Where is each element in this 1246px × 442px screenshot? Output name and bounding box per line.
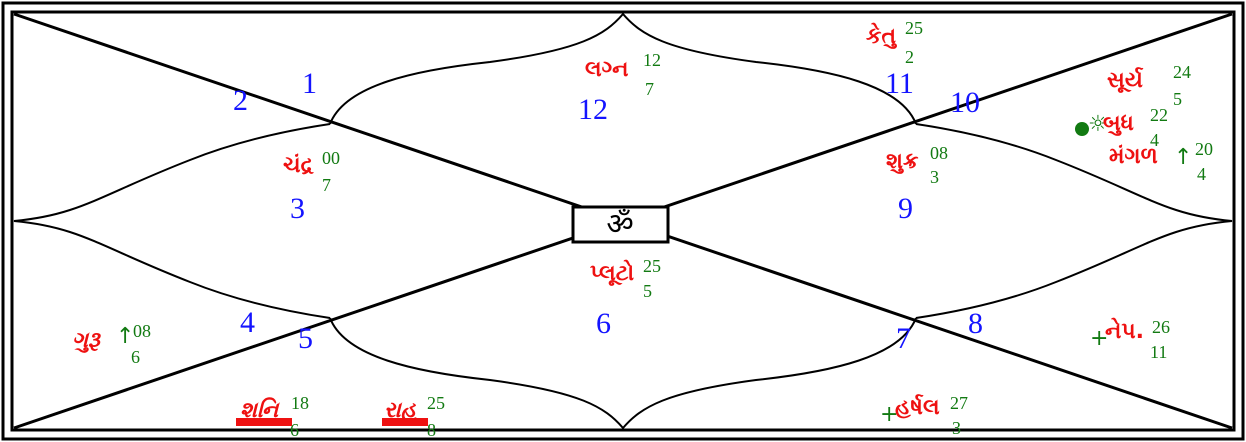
house-number-4: 4 <box>240 306 255 339</box>
planet-shani: શનિ 18 6 <box>236 393 309 440</box>
planet-sign: 3 <box>952 418 961 438</box>
planet-name: ચંદ્ર <box>283 153 315 178</box>
house-curve-right <box>915 123 1233 319</box>
retrograde-arrow-icon: ↑ <box>116 324 134 349</box>
planet-name: હર્ષલ <box>895 394 940 420</box>
planet-underline <box>382 418 428 426</box>
planet-harshal: + હર્ષલ 27 3 <box>880 393 968 438</box>
planet-degree: 25 <box>427 393 445 413</box>
om-symbol: ॐ <box>606 207 633 242</box>
house-number-8: 8 <box>968 307 983 340</box>
planet-degree: 22 <box>1150 105 1168 125</box>
planet-name: નેપ. <box>1105 317 1144 344</box>
planet-name: શનિ <box>240 397 280 423</box>
planet-sign: 6 <box>290 420 299 440</box>
planet-chandra: ચંદ્ર 00 7 <box>283 148 340 195</box>
planet-sign: 11 <box>1150 342 1167 362</box>
planet-guru: ગુરૂ ↑ 08 6 <box>72 321 151 367</box>
house-number-6: 6 <box>596 307 611 340</box>
planet-degree: 20 <box>1195 139 1213 159</box>
planet-name: પ્લૂટો <box>590 259 635 286</box>
planet-sign: 8 <box>427 420 436 440</box>
plus-marker-icon: + <box>1090 326 1108 351</box>
planet-surya: સૂર્ય 24 5 <box>1107 62 1191 109</box>
planet-pluto: પ્લૂટો 25 5 <box>590 256 661 301</box>
house-number-2: 2 <box>233 84 248 117</box>
house-number-9: 9 <box>898 192 913 225</box>
center-box <box>571 205 670 244</box>
planet-budh: ☼ બુધ 22 4 <box>1075 105 1168 150</box>
planet-name: રાહ <box>384 398 417 423</box>
planet-name: ગુરૂ <box>72 328 102 353</box>
house-curve-bottom <box>329 317 917 430</box>
retrograde-arrow-icon: ↑ <box>1174 145 1192 170</box>
planet-name: બુધ <box>1103 111 1134 136</box>
combust-dot-icon <box>1075 122 1089 136</box>
planet-degree: 18 <box>291 393 309 413</box>
planet-name: લગ્ન <box>585 57 629 82</box>
planet-degree: 26 <box>1152 317 1170 337</box>
house-number-3: 3 <box>290 192 305 225</box>
combust-ray-icon: ☼ <box>1088 112 1108 137</box>
house-number-12: 12 <box>578 93 608 126</box>
planet-sign: 4 <box>1197 164 1206 184</box>
house-number-11: 11 <box>885 67 914 100</box>
planet-degree: 24 <box>1173 62 1191 82</box>
house-number-10: 10 <box>950 86 980 119</box>
planet-degree: 08 <box>930 143 948 163</box>
planet-name: શુક્ર <box>886 149 919 174</box>
planet-shukra: શુક્ર 08 3 <box>886 143 948 187</box>
planet-name: સૂર્ય <box>1107 67 1144 93</box>
planet-sign: 6 <box>131 347 140 367</box>
plus-marker-icon: + <box>880 402 898 427</box>
planet-mangal: મંગળ ↑ 20 4 <box>1109 139 1213 184</box>
planet-degree: 25 <box>905 18 923 38</box>
planet-sign: 7 <box>322 175 331 195</box>
house-curve-left <box>13 123 331 319</box>
inner-frame <box>10 10 1236 432</box>
planet-degree: 12 <box>643 50 661 70</box>
planet-sign: 3 <box>930 167 939 187</box>
planet-sign: 2 <box>905 47 914 67</box>
planet-name: કેતુ <box>866 22 897 50</box>
planet-ketu: કેતુ 25 2 <box>866 18 923 67</box>
house-number-5: 5 <box>298 322 313 355</box>
planet-rahu: રાહ 25 8 <box>382 393 445 440</box>
house-curve-top <box>329 12 917 125</box>
planet-degree: 25 <box>643 256 661 276</box>
planet-name: મંગળ <box>1109 144 1158 169</box>
house-number-1: 1 <box>302 67 317 100</box>
planet-degree: 27 <box>950 393 968 413</box>
planet-underline <box>236 418 292 426</box>
planet-neptune: + નેપ. 26 11 <box>1090 317 1170 362</box>
planet-sign: 7 <box>645 79 654 99</box>
planet-degree: 08 <box>133 321 151 341</box>
house-number-7: 7 <box>896 322 911 355</box>
planet-sign: 5 <box>643 281 652 301</box>
planet-sign: 5 <box>1173 89 1182 109</box>
planet-lagna: લગ્ન 12 7 <box>585 50 661 99</box>
planet-degree: 00 <box>322 148 340 168</box>
planet-sign: 4 <box>1150 130 1159 150</box>
